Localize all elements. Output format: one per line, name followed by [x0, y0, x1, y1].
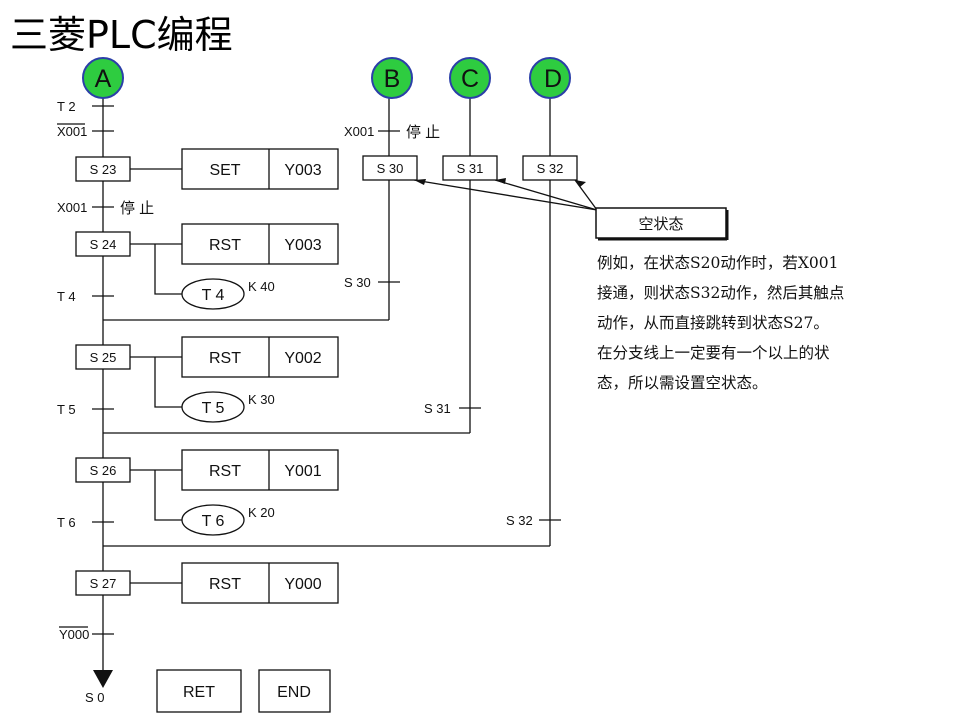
- timer-t5-name: T 5: [202, 400, 225, 417]
- instruction-3-op: RST: [209, 350, 241, 367]
- timer-t4-k: K 40: [248, 279, 275, 294]
- state-s31: S 31: [442, 155, 498, 181]
- timer-t6-name: T 6: [202, 513, 225, 530]
- timer-t4: T 4 K 40: [181, 278, 275, 310]
- timer-t5-k: K 30: [248, 392, 275, 407]
- state-s30: S 30: [362, 155, 418, 181]
- cond-s0: S 0: [85, 690, 105, 705]
- instruction-4: RST Y001: [181, 449, 339, 491]
- branch-label-a: A: [95, 65, 112, 93]
- cond-stop-b: 停 止: [406, 124, 440, 141]
- ret-label: RET: [183, 684, 215, 701]
- state-s32: S 32: [522, 155, 578, 181]
- timer-t5: T 5 K 30: [181, 391, 275, 423]
- instruction-4-dev: Y001: [284, 463, 321, 480]
- branch-label-b: B: [384, 65, 401, 93]
- branch-circle-d: D: [529, 57, 571, 99]
- state-s30-label: S 30: [377, 161, 404, 176]
- instruction-1-dev: Y003: [284, 162, 321, 179]
- instruction-2-dev: Y003: [284, 237, 321, 254]
- note-line-4: 在分支线上一定要有一个以上的状: [597, 344, 830, 362]
- cond-s31-transfer: S 31: [424, 401, 451, 416]
- instruction-1: SET Y003: [181, 148, 339, 190]
- branch-circle-b: B: [371, 57, 413, 99]
- instruction-1-op: SET: [209, 162, 240, 179]
- state-s32-label: S 32: [537, 161, 564, 176]
- state-s25: S 25: [75, 344, 131, 370]
- cond-x001-bar: X001: [57, 124, 87, 139]
- cond-t4: T 4: [57, 289, 76, 304]
- state-s24-label: S 24: [90, 237, 117, 252]
- instruction-5: RST Y000: [181, 562, 339, 604]
- end-box: END: [258, 669, 331, 713]
- ret-box: RET: [156, 669, 242, 713]
- instruction-4-op: RST: [209, 463, 241, 480]
- branch-label-d: D: [544, 65, 562, 93]
- instruction-5-op: RST: [209, 576, 241, 593]
- state-s23-label: S 23: [90, 162, 117, 177]
- timer-t6: T 6 K 20: [181, 504, 275, 536]
- slide-title: 三菱PLC编程: [10, 13, 233, 57]
- instruction-5-dev: Y000: [284, 576, 321, 593]
- branch-circle-c: C: [449, 57, 491, 99]
- instruction-2: RST Y003: [181, 223, 339, 265]
- note-line-3: 动作，从而直接跳转到状态S27。: [597, 314, 829, 332]
- instruction-2-op: RST: [209, 237, 241, 254]
- cond-t6: T 6: [57, 515, 76, 530]
- end-label: END: [277, 684, 311, 701]
- cond-s30-transfer: S 30: [344, 275, 371, 290]
- cond-y000-bar: Y000: [59, 627, 89, 642]
- state-s26-label: S 26: [90, 463, 117, 478]
- explanation-note: 例如，在状态S20动作时，若X001 接通，则状态S32动作，然后其触点 动作，…: [597, 248, 897, 398]
- state-s24: S 24: [75, 231, 131, 257]
- instruction-3: RST Y002: [181, 336, 339, 378]
- empty-state-label: 空状态: [638, 216, 683, 233]
- cond-x001-b: X001: [344, 124, 374, 139]
- instruction-3-dev: Y002: [284, 350, 321, 367]
- note-line-1: 例如，在状态S20动作时，若X001: [597, 254, 839, 272]
- empty-state-box: 空状态: [595, 207, 729, 241]
- state-s27-label: S 27: [90, 576, 117, 591]
- note-line-2: 接通，则状态S32动作，然后其触点: [597, 284, 845, 302]
- cond-stop-left: 停 止: [120, 200, 154, 217]
- branch-label-c: C: [461, 65, 479, 93]
- cond-t2: T 2: [57, 99, 76, 114]
- state-s26: S 26: [75, 457, 131, 483]
- state-s25-label: S 25: [90, 350, 117, 365]
- cond-t5: T 5: [57, 402, 76, 417]
- state-s23: S 23: [75, 156, 131, 182]
- timer-t6-k: K 20: [248, 505, 275, 520]
- branch-circle-a: A: [82, 57, 124, 99]
- cond-s32-transfer: S 32: [506, 513, 533, 528]
- timer-t4-name: T 4: [202, 287, 225, 304]
- state-s27: S 27: [75, 570, 131, 596]
- state-s31-label: S 31: [457, 161, 484, 176]
- cond-x001-left: X001: [57, 200, 87, 215]
- note-line-5: 态，所以需设置空状态。: [597, 374, 768, 392]
